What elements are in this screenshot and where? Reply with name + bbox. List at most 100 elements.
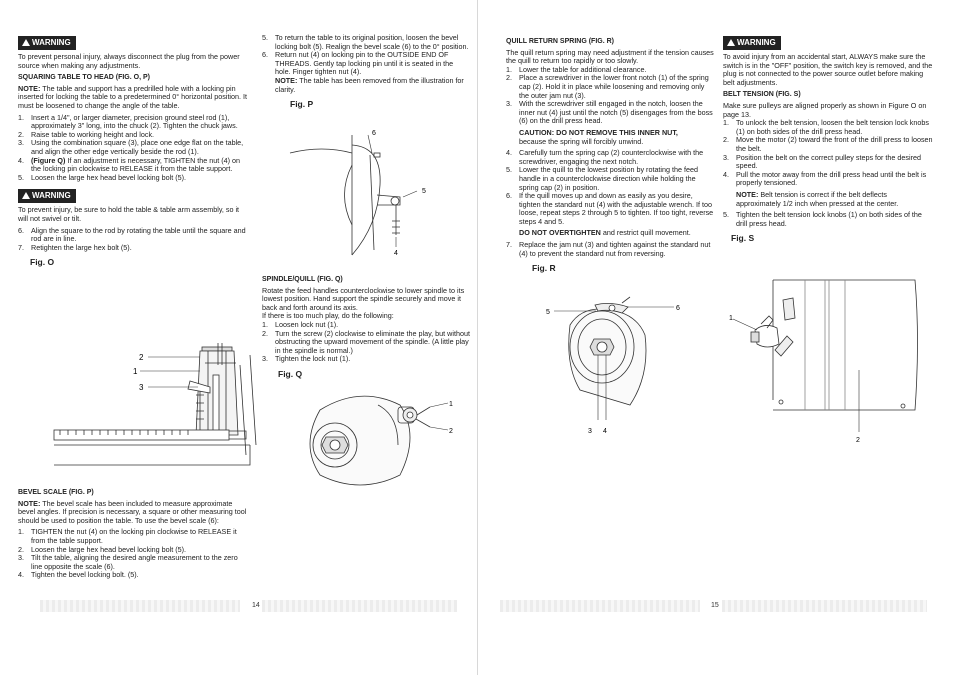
page-number-left: 14 — [252, 602, 260, 609]
step-number: 3. — [18, 553, 24, 563]
step-number: 2. — [723, 135, 729, 145]
step-number: 3. — [262, 354, 268, 364]
step-number: 2. — [18, 544, 24, 554]
step-number: 3. — [506, 99, 512, 109]
list-item: 3. Tighten the lock nut (1). — [262, 355, 470, 364]
spindle-text: Rotate the feed handles counterclockwise… — [262, 285, 465, 312]
figure-label-q: Fig. Q — [278, 368, 303, 379]
list-item: 1. To unlock the belt tension, loosen the… — [723, 118, 933, 136]
callout-label: 4 — [603, 428, 607, 435]
list-item: 1.Lower the table for additional clearan… — [506, 65, 714, 75]
caution-text: because the spring will forcibly unwind. — [519, 136, 644, 146]
list-item: 5. Tighten the belt tension lock knobs (1… — [723, 210, 933, 228]
step-text: Carefully turn the spring cap (2) counte… — [519, 148, 704, 166]
list-item: 4.Pull the motor away from the drill pre… — [723, 169, 933, 188]
figure-label-r: Fig. R — [532, 263, 556, 274]
step-text: Move the motor (2) toward the front of t… — [736, 135, 933, 153]
note-paragraph: NOTE: Belt tension is correct if the bel… — [736, 189, 933, 208]
step-number: 1. — [723, 118, 729, 128]
warning-triangle-icon — [22, 192, 30, 200]
callout-label: 2 — [139, 353, 144, 362]
callout-label: 3 — [139, 383, 144, 392]
step-text: With the screwdriver still engaged in th… — [519, 99, 713, 126]
step-text: Loosen the large hex head bevel locking … — [31, 544, 187, 554]
warning-text: To prevent personal injury, always disco… — [18, 52, 240, 70]
step-number: 5. — [723, 210, 729, 220]
figure-s-illustration: 1 2 — [729, 279, 918, 444]
step-text: Replace the jam nut (3) and tighten agai… — [519, 240, 711, 258]
warning-badge: WARNING — [18, 36, 76, 50]
step-text: Return nut (4) on locking pin to the OUT… — [275, 50, 470, 94]
steps-list: 5. To return the table to its original po… — [262, 33, 470, 94]
note-label: NOTE: — [18, 83, 41, 93]
list-item: 5. To return the table to its original po… — [262, 33, 470, 51]
figure-r-illustration: 5 6 3 4 — [546, 296, 680, 435]
page-number-right: 15 — [711, 602, 719, 609]
steps-list: 5. Tighten the belt tension lock knobs (1… — [723, 210, 933, 228]
step-number: 6. — [262, 50, 268, 60]
step-text: Tighten the bevel locking bolt. (5). — [31, 570, 139, 580]
warning-label: WARNING — [32, 38, 71, 47]
step-number: 4. — [18, 570, 24, 580]
note-text: The table has been removed from the illu… — [275, 75, 464, 94]
step-text: Raise table to working height and lock. — [31, 129, 155, 139]
list-item: 3.Position the belt on the correct pulle… — [723, 152, 933, 171]
list-item: 5.Lower the quill to the lowest position… — [506, 166, 714, 192]
step-text: Using the combination square (3), place … — [31, 138, 244, 156]
list-item: 6.Align the square to the rod by rotatin… — [18, 225, 250, 244]
warning-label: WARNING — [32, 191, 71, 201]
column-4: WARNING To avoid injury from an accident… — [723, 36, 933, 245]
note-label: NOTE: — [18, 498, 41, 508]
step-text: Tilt the table, aligning the desired ang… — [31, 553, 238, 571]
figure-p-illustration: 6 5 4 — [289, 130, 426, 257]
caution-label: CAUTION: DO NOT REMOVE THIS INNER NUT, — [519, 127, 678, 137]
list-item: 3. With the screwdriver still engaged in … — [506, 99, 714, 126]
list-item: 2. Turn the screw (2) clockwise to elimin… — [262, 328, 470, 356]
step-number: 1. — [18, 527, 24, 537]
list-item: 7.Retighten the large hex bolt (5). — [18, 243, 250, 253]
step-text: Tighten the lock nut (1). — [275, 354, 351, 364]
step-number: 3. — [723, 152, 729, 162]
step-text: Pull the motor away from the drill press… — [736, 169, 927, 188]
warning-triangle-icon — [22, 39, 30, 46]
step-number: 7. — [506, 240, 512, 250]
callout-label: 1 — [133, 367, 138, 376]
list-item: 6.If the quill moves up and down as easi… — [506, 191, 714, 226]
callout-label: 6 — [676, 305, 680, 312]
warning-text: To avoid injury from an accidental start… — [723, 52, 933, 87]
note-paragraph: NOTE: The bevel scale has been included … — [18, 498, 250, 526]
callout-label: 5 — [422, 188, 426, 195]
step-text: Turn the screw (2) clockwise to eliminat… — [275, 328, 470, 355]
step-text: To unlock the belt tension, loosen the b… — [736, 118, 929, 136]
figure-q-illustration: 1 2 — [309, 395, 453, 486]
spindle-text-2: If there is too much play, do the follow… — [262, 311, 394, 321]
list-item: 4.Carefully turn the spring cap (2) coun… — [506, 148, 714, 166]
warning-label: WARNING — [737, 38, 776, 47]
column-2-lower: SPINDLE/QUILL (FIG. Q) Rotate the feed h… — [262, 272, 470, 381]
step-text: Align the square to the rod by rotating … — [31, 225, 246, 244]
warning-triangle-icon — [727, 39, 735, 46]
steps-list: 1.Loosen lock nut (1). 2.Turn the screw … — [262, 320, 470, 364]
note-label: NOTE: — [736, 189, 759, 199]
quill-text: The quill return spring may need adjustm… — [506, 47, 714, 66]
steps-list: 6.Align the square to the rod by rotatin… — [18, 225, 250, 253]
list-item: 7. Replace the jam nut (3) and tighten ag… — [506, 240, 714, 258]
step-text: Loosen the large hex head bevel locking … — [31, 172, 187, 182]
section-heading-belt: BELT TENSION (FIG. S) — [723, 91, 801, 99]
step-text: Place a screwdriver in the lower front n… — [519, 73, 709, 100]
step-number: 2. — [18, 129, 24, 139]
step-text: Tighten the belt tension lock knobs (1) … — [736, 210, 922, 228]
step-number: 5. — [262, 33, 268, 42]
section-heading-quill: QUILL RETURN SPRING (FIG. R) — [506, 38, 614, 45]
list-item: 2. Loosen the large hex head bevel lockin… — [18, 544, 250, 555]
step-text: To return the table to its original posi… — [275, 33, 469, 51]
callout-label: 2 — [449, 428, 453, 435]
note-text: Belt tension is correct if the belt defl… — [736, 189, 899, 208]
callout-label: 3 — [588, 428, 592, 435]
callout-label: 6 — [372, 130, 376, 137]
callout-label: 1 — [449, 401, 453, 408]
callout-label: 5 — [546, 309, 550, 316]
step-text: If the quill moves up and down as easily… — [519, 191, 714, 226]
column-1-lower: BEVEL SCALE (FIG. P) NOTE: The bevel sca… — [18, 485, 250, 583]
step-number: 2. — [262, 328, 268, 338]
